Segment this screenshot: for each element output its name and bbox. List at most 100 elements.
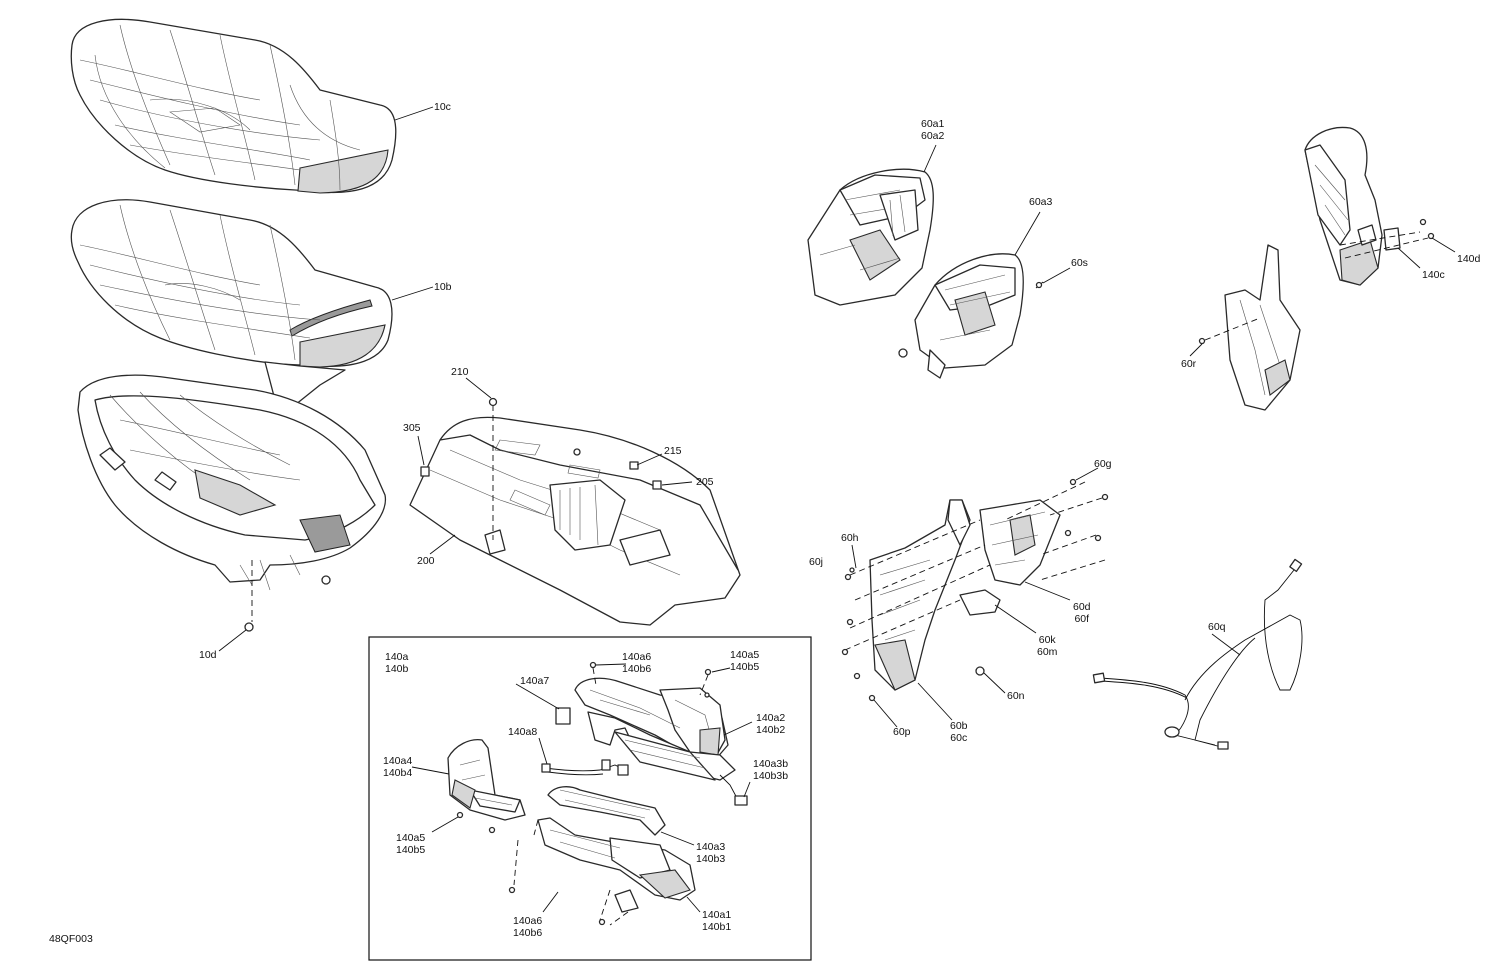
callout-60m: 60m bbox=[1037, 646, 1058, 658]
screw-60h bbox=[849, 567, 855, 573]
callout-10c: 10c bbox=[434, 101, 451, 113]
callout-205: 205 bbox=[696, 476, 714, 488]
screw-frame-c bbox=[853, 672, 861, 680]
cover-140a4 bbox=[447, 739, 526, 821]
nut-10d bbox=[244, 622, 254, 632]
callout-140a2: 140a2 bbox=[756, 712, 786, 724]
callout-140a-140b: 140a 140b bbox=[385, 651, 408, 675]
callout-140a1-140b1: 140a1 140b1 bbox=[702, 909, 731, 933]
frame-bracket-60b bbox=[869, 499, 971, 691]
plate-140a bbox=[587, 711, 736, 781]
dash-inset bbox=[513, 819, 629, 926]
callout-140b6-bot: 140b6 bbox=[513, 927, 543, 939]
leader-lines bbox=[218, 106, 1456, 913]
callout-60g: 60g bbox=[1094, 458, 1112, 470]
callout-60a1: 60a1 bbox=[921, 118, 945, 130]
backrest-60a bbox=[807, 168, 934, 306]
screw-140a5-bot-a bbox=[456, 811, 464, 819]
callout-140a6-140b6-top: 140a6 140b6 bbox=[622, 651, 651, 675]
tray-140a1 bbox=[537, 817, 696, 901]
callout-60b: 60b bbox=[950, 720, 968, 732]
callout-60d-60f: 60d 60f bbox=[1073, 601, 1091, 625]
screw-60s bbox=[1035, 281, 1043, 289]
callout-140a5-140b5-bot: 140a5 140b5 bbox=[396, 832, 425, 856]
callout-140b6-top: 140b6 bbox=[622, 663, 652, 675]
screw-140d-a bbox=[1419, 218, 1427, 226]
callout-140b: 140b bbox=[385, 663, 409, 675]
callout-140a5-top: 140a5 bbox=[730, 649, 760, 661]
callout-60f: 60f bbox=[1074, 613, 1090, 625]
nut-60a3 bbox=[898, 348, 908, 358]
callout-140b5-top: 140b5 bbox=[730, 661, 760, 673]
callout-140b4: 140b4 bbox=[383, 767, 413, 779]
screw-60g-c bbox=[1064, 529, 1072, 537]
callout-210: 210 bbox=[451, 366, 469, 378]
clip-215 bbox=[629, 461, 639, 470]
inset-frame bbox=[368, 636, 812, 961]
screw-60j bbox=[844, 573, 852, 581]
cover-140a2 bbox=[574, 677, 729, 761]
nut-205 bbox=[652, 480, 662, 490]
screw-140a6-bot-b bbox=[598, 918, 606, 926]
callout-140b3: 140b3 bbox=[696, 853, 726, 865]
backrest-60a3 bbox=[914, 253, 1024, 379]
callout-10b: 10b bbox=[434, 281, 452, 293]
diagram-code: 48QF003 bbox=[49, 933, 93, 945]
callout-60p: 60p bbox=[893, 726, 911, 738]
cable-140a3b bbox=[719, 774, 739, 801]
dash-frame bbox=[844, 481, 1106, 651]
callout-140b3b: 140b3b bbox=[753, 770, 789, 782]
harness-60q bbox=[1092, 558, 1303, 750]
callout-60a3: 60a3 bbox=[1029, 196, 1053, 208]
screw-60g-d bbox=[1094, 534, 1102, 542]
callout-140a3-140b3: 140a3 140b3 bbox=[696, 841, 725, 865]
callout-140a8: 140a8 bbox=[508, 726, 538, 738]
callout-140b1: 140b1 bbox=[702, 921, 732, 933]
callout-60r: 60r bbox=[1181, 358, 1197, 370]
seat-10c bbox=[70, 18, 397, 194]
callout-140a6-bot: 140a6 bbox=[513, 915, 543, 927]
dash-140d bbox=[1339, 231, 1429, 259]
bracket-140a1 bbox=[614, 889, 639, 913]
clip-305 bbox=[420, 466, 430, 477]
callout-140a3: 140a3 bbox=[696, 841, 726, 853]
callout-60d: 60d bbox=[1073, 601, 1091, 613]
callout-140a3b-140b3b: 140a3b 140b3b bbox=[753, 758, 788, 782]
nut-60n bbox=[975, 666, 985, 676]
screw-60p bbox=[868, 694, 876, 702]
callout-140d: 140d bbox=[1457, 253, 1481, 265]
screw-60r bbox=[1198, 337, 1206, 345]
callout-140a5-bot: 140a5 bbox=[396, 832, 426, 844]
screw-frame-a bbox=[846, 618, 854, 626]
callout-140a7: 140a7 bbox=[520, 675, 550, 687]
callout-140b5-bot: 140b5 bbox=[396, 844, 426, 856]
seat-10b bbox=[70, 199, 393, 406]
dash-inset-top bbox=[592, 667, 709, 696]
harness-140a8 bbox=[541, 759, 629, 776]
screw-140a5-top-b bbox=[704, 692, 710, 698]
screw-140d-b bbox=[1427, 232, 1435, 240]
clip-60k bbox=[959, 589, 1001, 616]
callout-140a6-140b6-bot: 140a6 140b6 bbox=[513, 915, 542, 939]
screw-140a5-top bbox=[704, 668, 712, 676]
connector-140a3b bbox=[734, 795, 748, 806]
callout-140c: 140c bbox=[1422, 269, 1445, 281]
callout-60s: 60s bbox=[1071, 257, 1088, 269]
callout-60j: 60j bbox=[809, 556, 824, 568]
callout-60q: 60q bbox=[1208, 621, 1226, 633]
screw-140a6-top bbox=[589, 661, 597, 669]
switch-140a7 bbox=[555, 707, 571, 725]
callout-140a3b: 140a3b bbox=[753, 758, 789, 770]
callout-140a1: 140a1 bbox=[702, 909, 732, 921]
callout-200: 200 bbox=[417, 555, 435, 567]
under-seat-tray bbox=[409, 416, 741, 626]
duct-140a3 bbox=[547, 786, 666, 836]
callout-215: 215 bbox=[664, 445, 682, 457]
callout-140b2: 140b2 bbox=[756, 724, 786, 736]
callout-140a4: 140a4 bbox=[383, 755, 413, 767]
callout-60k-60m: 60k 60m bbox=[1037, 634, 1057, 658]
callout-140a2-140b2: 140a2 140b2 bbox=[756, 712, 785, 736]
screw-140a6-bot bbox=[508, 886, 516, 894]
callout-60h: 60h bbox=[841, 532, 859, 544]
